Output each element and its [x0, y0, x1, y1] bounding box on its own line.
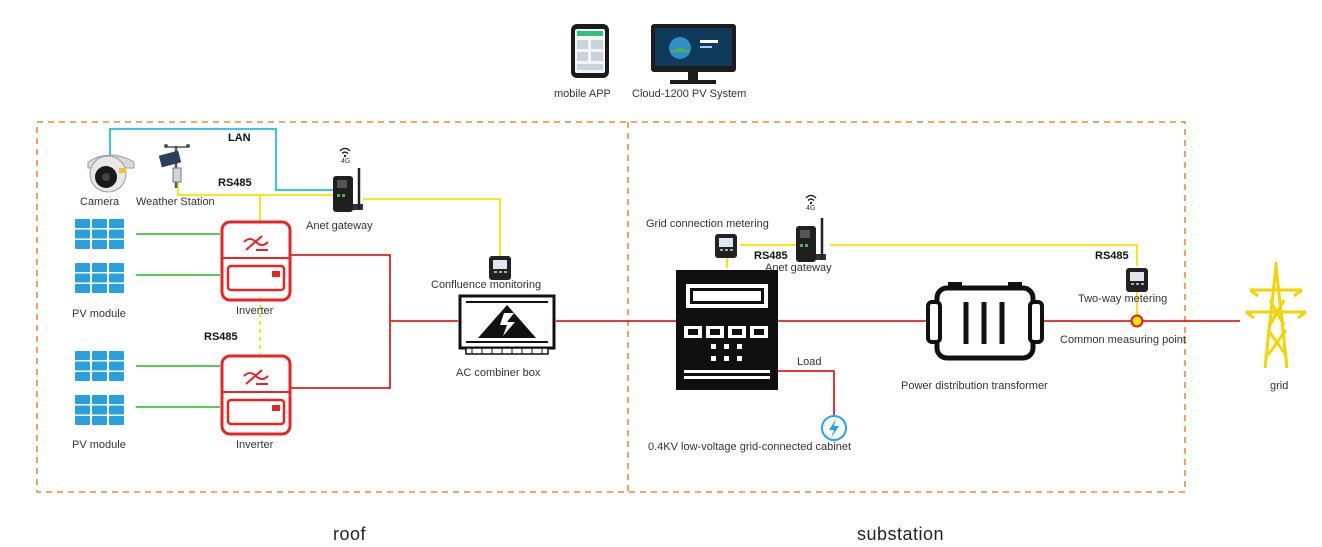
ac-combiner-box-label: AC combiner box — [456, 367, 541, 379]
gateway-two-way-line — [830, 244, 1138, 266]
wifi-icon — [339, 147, 351, 158]
inverter-bottom-label: Inverter — [236, 439, 274, 451]
anet-gateway-substation-label: Anet gateway — [765, 262, 832, 274]
rs485-right-label: RS485 — [1095, 250, 1129, 262]
grid-tower-icon — [1245, 262, 1307, 369]
gateway-confluence-line — [363, 198, 501, 258]
ac-combiner-box-icon — [458, 294, 556, 355]
two-way-meter-icon — [1126, 268, 1148, 292]
rs485-mid-label: RS485 — [204, 331, 238, 343]
grid-connection-metering-label: Grid connection metering — [646, 218, 769, 230]
anet-gateway-roof-icon — [331, 166, 365, 214]
transformer-icon — [926, 282, 1044, 361]
cloud-monitor-icon — [651, 24, 736, 84]
pv-panel-3 — [74, 350, 126, 382]
inverter-bottom-icon — [220, 354, 292, 436]
load-label: Load — [797, 356, 822, 368]
weather-station-icon — [158, 144, 190, 188]
camera-label: Camera — [80, 196, 120, 208]
confluence-meter-icon — [489, 256, 511, 280]
mobile-app-label: mobile APP — [554, 88, 611, 100]
inverter-ac-bus — [290, 254, 391, 389]
substation-section-label: substation — [857, 524, 945, 544]
load-line — [778, 370, 835, 418]
grid-connection-meter-icon — [715, 234, 737, 258]
wifi-icon-substation — [805, 194, 817, 205]
roof-section-label: roof — [333, 524, 367, 544]
cloud-system-label: Cloud-1200 PV System — [632, 88, 747, 100]
pv-panel-2 — [74, 262, 126, 294]
cell-4g-substation-label: 4G — [806, 205, 816, 212]
pv-panel-1 — [74, 218, 126, 250]
rs485-top-label: RS485 — [218, 177, 252, 189]
grid-label: grid — [1270, 380, 1289, 392]
pv-panel-4 — [74, 394, 126, 426]
weather-rs485-line — [177, 170, 333, 196]
weather-station-label: Weather Station — [136, 196, 215, 208]
pv-module-bottom-label: PV module — [72, 439, 126, 451]
two-way-metering-label: Two-way metering — [1078, 293, 1168, 305]
lan-line — [109, 128, 333, 191]
anet-gateway-substation-icon — [794, 216, 828, 264]
rs485-gateway-label: RS485 — [754, 250, 788, 262]
inverter-top-icon — [220, 220, 292, 302]
mobile-app-icon — [571, 24, 609, 78]
anet-gateway-roof-label: Anet gateway — [306, 220, 373, 232]
confluence-monitoring-label: Confluence monitoring — [431, 279, 542, 291]
common-measuring-point-marker — [1130, 314, 1144, 328]
cell-4g-label: 4G — [341, 158, 351, 165]
cabinet-label: 0.4KV low-voltage grid-connected cabinet — [648, 441, 852, 453]
grid-connected-cabinet-icon — [676, 270, 778, 390]
inverter-top-label: Inverter — [236, 305, 274, 317]
transformer-label: Power distribution transformer — [901, 380, 1048, 392]
system-boundary — [36, 121, 1186, 493]
camera-icon — [87, 154, 135, 193]
load-icon — [821, 415, 847, 441]
pv-module-top-label: PV module — [72, 308, 126, 320]
lan-label: LAN — [228, 132, 251, 144]
common-measuring-point-label: Common measuring point — [1060, 334, 1186, 346]
